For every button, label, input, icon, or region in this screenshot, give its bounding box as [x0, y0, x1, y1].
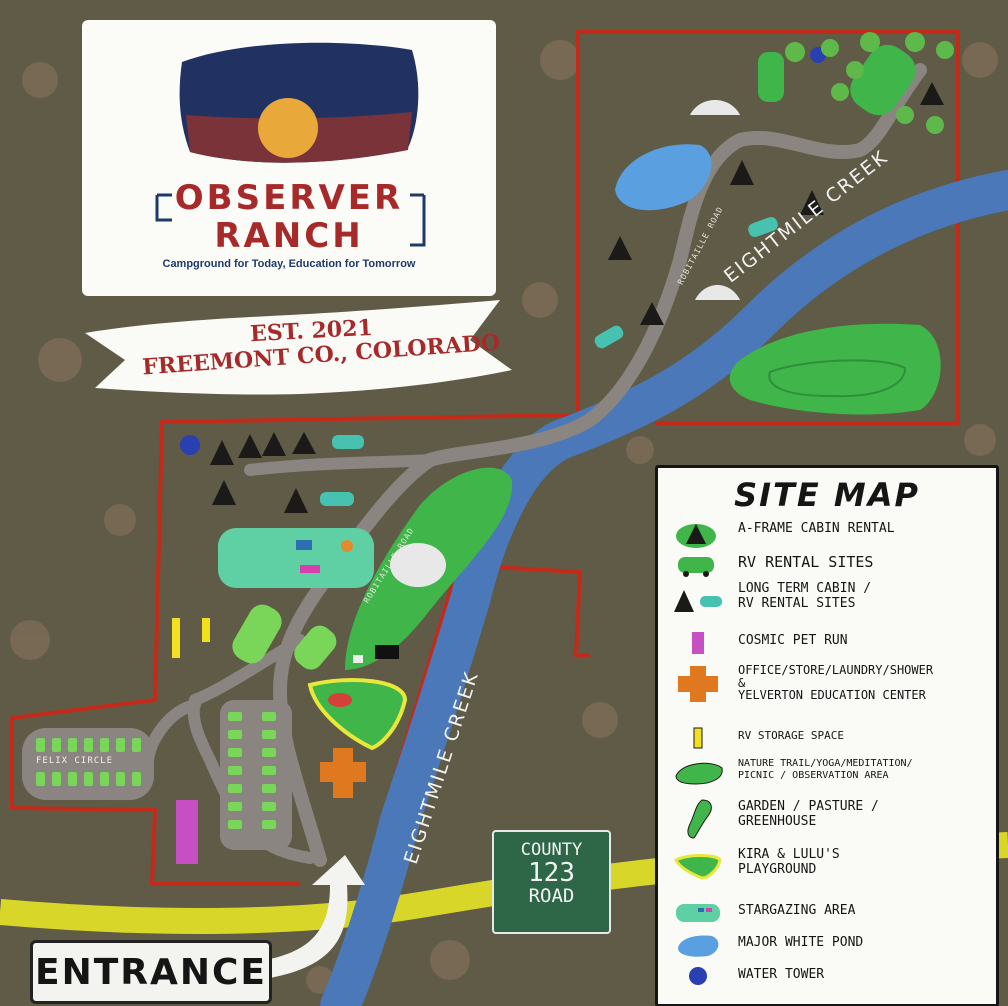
entrance-label: ENTRANCE	[30, 940, 272, 1004]
water-tower-lower	[180, 435, 200, 455]
legend-label: KIRA & LULU'S PLAYGROUND	[738, 847, 840, 877]
legend-label: A-FRAME CABIN RENTAL	[738, 521, 895, 536]
legend-label: WATER TOWER	[738, 967, 825, 982]
legend-label: RV STORAGE SPACE	[738, 729, 844, 742]
cosmic-pet-run	[176, 800, 198, 864]
establishment-banner	[85, 300, 512, 395]
stargazing-area	[218, 528, 374, 588]
legend-label: RV RENTAL SITES	[738, 553, 874, 571]
water-tower-icon	[689, 967, 707, 985]
office-cross-icon	[678, 666, 718, 702]
legend-title: SITE MAP	[734, 476, 920, 514]
playground-icon	[673, 854, 722, 880]
felix-circle-rv-sites	[36, 738, 141, 786]
county-road-sign: COUNTY 123 ROAD	[492, 830, 611, 934]
site-map-legend: SITE MAP A-FRAME CABIN RENTAL RV RENTAL …	[655, 465, 999, 1006]
upper-rvs	[594, 216, 778, 349]
county-sign-line2: 123	[528, 857, 575, 888]
county-sign-line3: ROAD	[528, 885, 575, 908]
legend-label: GARDEN / PASTURE / GREENHOUSE	[738, 799, 879, 829]
rv-storage-icon	[693, 727, 703, 749]
upper-domes	[690, 100, 740, 300]
logo-title-line1: OBSERVER	[174, 178, 404, 218]
legend-label: STARGAZING AREA	[738, 903, 856, 918]
rv-rental-icon	[678, 557, 714, 577]
logo-title-line2: RANCH	[214, 216, 364, 256]
major-white-pond	[615, 144, 712, 211]
legend-label: OFFICE/STORE/LAUNDRY/SHOWER & YELVERTON …	[738, 663, 934, 703]
ground-texture	[10, 40, 998, 994]
legend-label: LONG TERM CABIN / RV RENTAL SITES	[738, 581, 872, 611]
orchard-trees	[785, 32, 954, 134]
legend-label: NATURE TRAIL/YOGA/MEDITATION/ PICNIC / O…	[738, 758, 913, 781]
pond-icon	[678, 935, 719, 957]
logo-card: OBSERVER RANCH Campground for Today, Edu…	[82, 20, 496, 296]
garden-icon	[687, 799, 712, 839]
upper-cabins	[608, 82, 944, 325]
nature-trail-icon	[675, 762, 723, 785]
eightmile-creek	[320, 170, 1008, 1006]
long-term-cabins	[210, 432, 316, 513]
rv-rental-sites	[228, 604, 337, 829]
legend-label: COSMIC PET RUN	[738, 633, 848, 648]
entrance-arrow	[265, 855, 365, 978]
county-sign-line1: COUNTY	[520, 840, 583, 860]
a-frame-cabin-icon	[676, 524, 716, 548]
felix-circle-label: FELIX CIRCLE	[36, 756, 114, 766]
long-term-cabin-rv-icon	[674, 590, 722, 612]
playground	[307, 678, 408, 751]
garden-pasture-greenhouse	[345, 467, 513, 670]
rv-storage	[172, 618, 210, 658]
nature-trail-area	[729, 323, 941, 415]
office-store	[320, 748, 366, 798]
pet-run-icon	[692, 632, 704, 654]
stargazing-icon	[676, 904, 720, 922]
logo-art	[155, 42, 426, 247]
rv-long-term-sites	[320, 435, 364, 506]
legend-label: MAJOR WHITE POND	[738, 935, 864, 950]
property-boundary	[10, 30, 960, 886]
upper-garden	[758, 44, 916, 116]
pot-emblem-icon	[258, 98, 318, 158]
logo-tagline: Campground for Today, Education for Tomo…	[162, 258, 416, 270]
